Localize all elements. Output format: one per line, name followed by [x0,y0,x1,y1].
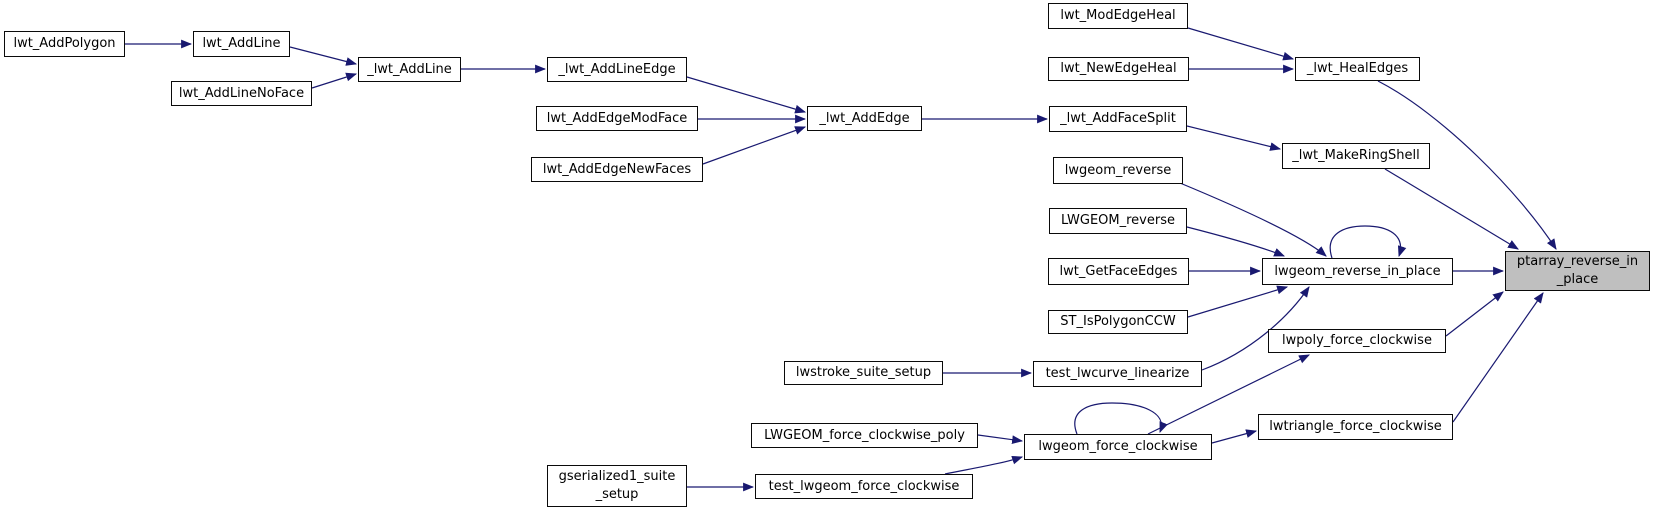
node-label: ptarray_reverse_in _place [1516,254,1639,287]
node-ST_IsPolygonCCW[interactable]: ST_IsPolygonCCW [1048,310,1188,334]
node-lwt_AddEdgeNewFaces[interactable]: lwt_AddEdgeNewFaces [531,157,703,182]
node-label: test_lwcurve_linearize [1045,366,1190,381]
node-label: lwt_AddLine [202,36,281,51]
node-LWGEOM_reverse[interactable]: LWGEOM_reverse [1049,208,1187,234]
node-label: LWGEOM_reverse [1060,213,1175,228]
edge-test_lwcurve_linearize-lwgeom_reverse_in_place [1201,286,1310,371]
node-label: lwt_NewEdgeHeal [1060,61,1177,76]
node-label: gserialized1_suite _setup [558,469,676,502]
node-label: lwt_AddEdgeNewFaces [542,161,692,177]
node-lwt_ModEdgeHeal[interactable]: lwt_ModEdgeHeal [1048,3,1188,29]
node-label: lwgeom_reverse_in_place [1274,263,1441,279]
node-label: lwt_AddEdgeModFace [546,110,688,126]
node-lwt_AddLine[interactable]: lwt_AddLine [193,31,290,57]
edge-test_lwgeom_force_clockwise-lwgeom_force_clockwise [944,455,1024,475]
node-lwgeom_reverse_in_place[interactable]: lwgeom_reverse_in_place [1262,258,1453,285]
node-lwtriangle_force_clockwise[interactable]: lwtriangle_force_clockwise [1258,414,1453,440]
node-_lwt_HealEdges[interactable]: _lwt_HealEdges [1295,57,1420,81]
node-label: test_lwgeom_force_clockwise [768,478,960,494]
node-label: lwgeom_reverse [1064,162,1172,178]
node-test_lwcurve_linearize[interactable]: test_lwcurve_linearize [1033,361,1202,387]
node-ptarray_reverse_in_place[interactable]: ptarray_reverse_in _place [1505,251,1650,291]
edge-LWGEOM_force_clockwise_poly-lwgeom_force_clockwise [977,434,1024,445]
node-label: _lwt_AddLine [367,61,452,77]
edge-ST_IsPolygonCCW-lwgeom_reverse_in_place [1187,285,1289,318]
node-LWGEOM_force_clockwise_poly[interactable]: LWGEOM_force_clockwise_poly [751,423,978,448]
node-label: lwt_AddLineNoFace [178,85,305,101]
node-label: _lwt_MakeRingShell [1292,148,1420,163]
node-label: lwt_GetFaceEdges [1059,263,1178,279]
edge-_lwt_AddLineEdge-_lwt_AddEdge [686,76,807,114]
node-lwpoly_force_clockwise[interactable]: lwpoly_force_clockwise [1268,329,1446,353]
node-label: lwgeom_force_clockwise [1038,439,1198,454]
node-_lwt_MakeRingShell[interactable]: _lwt_MakeRingShell [1282,143,1430,169]
edge-lwtriangle_force_clockwise-ptarray_reverse_in_place [1452,292,1544,423]
node-lwgeom_force_clockwise[interactable]: lwgeom_force_clockwise [1024,434,1212,460]
node-label: _lwt_HealEdges [1306,61,1409,76]
edge-lwgeom_force_clockwise-self-loop [1074,402,1168,435]
edge-lwgeom_force_clockwise-lwtriangle_force_clockwise [1211,429,1258,444]
node-_lwt_AddEdge[interactable]: _lwt_AddEdge [807,106,922,131]
node-lwgeom_reverse[interactable]: lwgeom_reverse [1053,157,1183,184]
node-label: lwtriangle_force_clockwise [1269,419,1442,434]
edge-LWGEOM_reverse-lwgeom_reverse_in_place [1186,226,1286,257]
node-label: _lwt_AddLineEdge [558,61,676,77]
node-label: LWGEOM_force_clockwise_poly [764,427,965,443]
node-gserialized1_suite_setup[interactable]: gserialized1_suite _setup [547,465,687,507]
node-label: _lwt_AddEdge [819,110,910,126]
node-_lwt_AddFaceSplit[interactable]: _lwt_AddFaceSplit [1049,106,1187,132]
edge-lwt_AddLine-_lwt_AddLine [289,46,358,66]
node-_lwt_AddLine[interactable]: _lwt_AddLine [358,57,461,82]
node-label: ST_IsPolygonCCW [1060,314,1176,329]
node-lwt_GetFaceEdges[interactable]: lwt_GetFaceEdges [1048,258,1189,285]
edge-lwt_AddEdgeNewFaces-_lwt_AddEdge [702,126,807,165]
node-lwstroke_suite_setup[interactable]: lwstroke_suite_setup [784,361,943,385]
edge-lwgeom_reverse_in_place-self-loop [1329,225,1407,259]
node-_lwt_AddLineEdge[interactable]: _lwt_AddLineEdge [547,57,687,82]
node-lwt_AddLineNoFace[interactable]: lwt_AddLineNoFace [171,81,312,106]
node-label: _lwt_AddFaceSplit [1060,111,1176,126]
edge-lwpoly_force_clockwise-ptarray_reverse_in_place [1445,291,1504,337]
edge-_lwt_HealEdges-ptarray_reverse_in_place [1377,80,1557,250]
edge-lwt_AddLineNoFace-_lwt_AddLine [311,72,358,89]
edge-lwgeom_force_clockwise-lwpoly_force_clockwise [1147,354,1310,435]
node-lwt_AddEdgeModFace[interactable]: lwt_AddEdgeModFace [536,106,698,131]
edge-_lwt_AddFaceSplit-_lwt_MakeRingShell [1186,125,1282,151]
edge-lwgeom_reverse-lwgeom_reverse_in_place [1179,182,1327,257]
node-label: lwt_AddPolygon [13,36,116,51]
node-label: lwstroke_suite_setup [795,365,932,380]
node-label: lwpoly_force_clockwise [1282,333,1432,348]
node-lwt_AddPolygon[interactable]: lwt_AddPolygon [4,31,125,57]
edge-lwt_ModEdgeHeal-_lwt_HealEdges [1187,27,1295,61]
node-lwt_NewEdgeHeal[interactable]: lwt_NewEdgeHeal [1048,57,1189,81]
node-label: lwt_ModEdgeHeal [1060,8,1176,23]
edge-_lwt_MakeRingShell-ptarray_reverse_in_place [1384,168,1519,250]
node-test_lwgeom_force_clockwise[interactable]: test_lwgeom_force_clockwise [755,474,973,499]
